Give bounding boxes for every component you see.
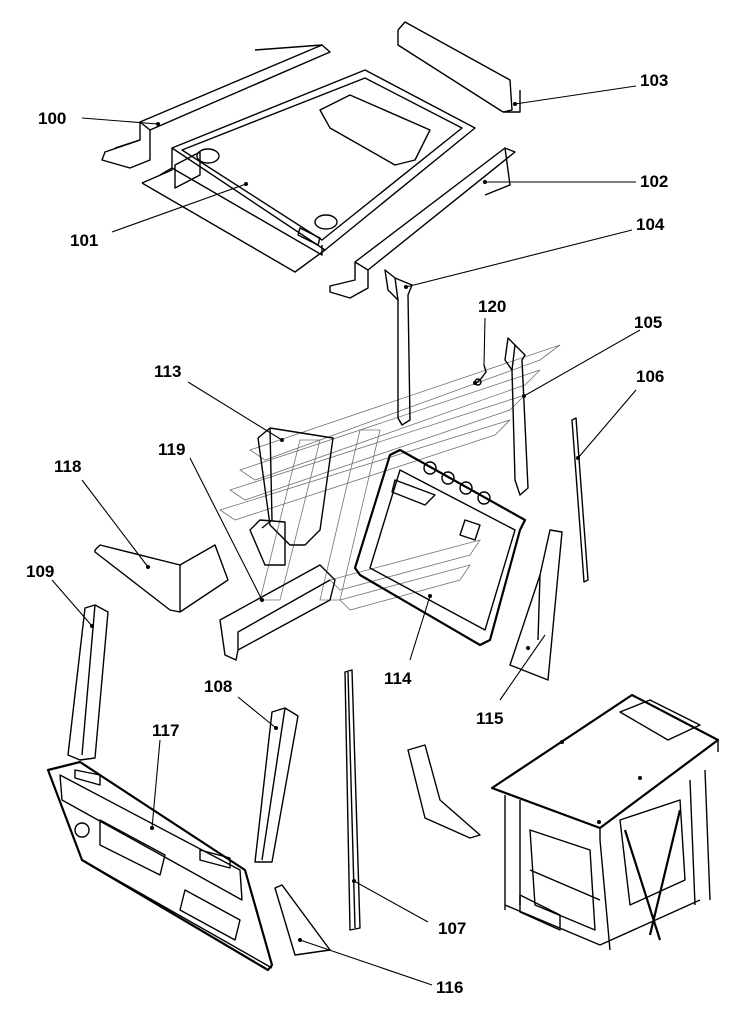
callout-103: 103 (640, 71, 668, 90)
callout-107: 107 (438, 919, 466, 938)
callout-104: 104 (636, 215, 665, 234)
callout-101: 101 (70, 231, 98, 250)
callout-117: 117 (152, 721, 179, 740)
leader-lines (51, 85, 641, 986)
part-115-side-panel (509, 529, 563, 681)
part-marker-dots (90, 102, 642, 942)
callout-116: 116 (436, 978, 463, 997)
callout-120: 120 (478, 297, 506, 316)
assembled-cab-view (490, 693, 720, 951)
part-102-roof-rail-right (329, 147, 516, 299)
part-118-side-panel (94, 544, 229, 613)
part-101-roof-panel (141, 69, 476, 273)
part-100-roof-rail-left (101, 44, 331, 169)
callout-106: 106 (636, 367, 664, 386)
callout-119: 119 (158, 440, 185, 459)
callout-100: 100 (38, 109, 66, 128)
part-107-strip (344, 669, 361, 931)
callout-113: 113 (154, 362, 181, 381)
part-113-panel (249, 427, 334, 566)
callout-109: 109 (26, 562, 54, 581)
part-117-rear-panel (46, 760, 274, 972)
callout-102: 102 (640, 172, 668, 191)
callout-114: 114 (384, 669, 412, 688)
part-116-gusset (274, 884, 331, 956)
part-119-floor-panel (219, 564, 336, 661)
callout-105: 105 (634, 313, 662, 332)
part-103-rear-trim (397, 21, 521, 113)
part-114-dash-panel (353, 448, 527, 647)
callout-labels: 100 101 102 103 104 105 106 107 108 109 … (26, 71, 668, 997)
part-small-panel (407, 744, 481, 839)
part-104-pillar (384, 269, 413, 426)
callout-115: 115 (476, 709, 503, 728)
callout-108: 108 (204, 677, 232, 696)
part-108-pillar (254, 707, 299, 863)
part-109-pillar (67, 604, 109, 761)
part-106-strip (571, 417, 589, 583)
callout-118: 118 (54, 457, 81, 476)
part-105-pillar (504, 337, 529, 496)
